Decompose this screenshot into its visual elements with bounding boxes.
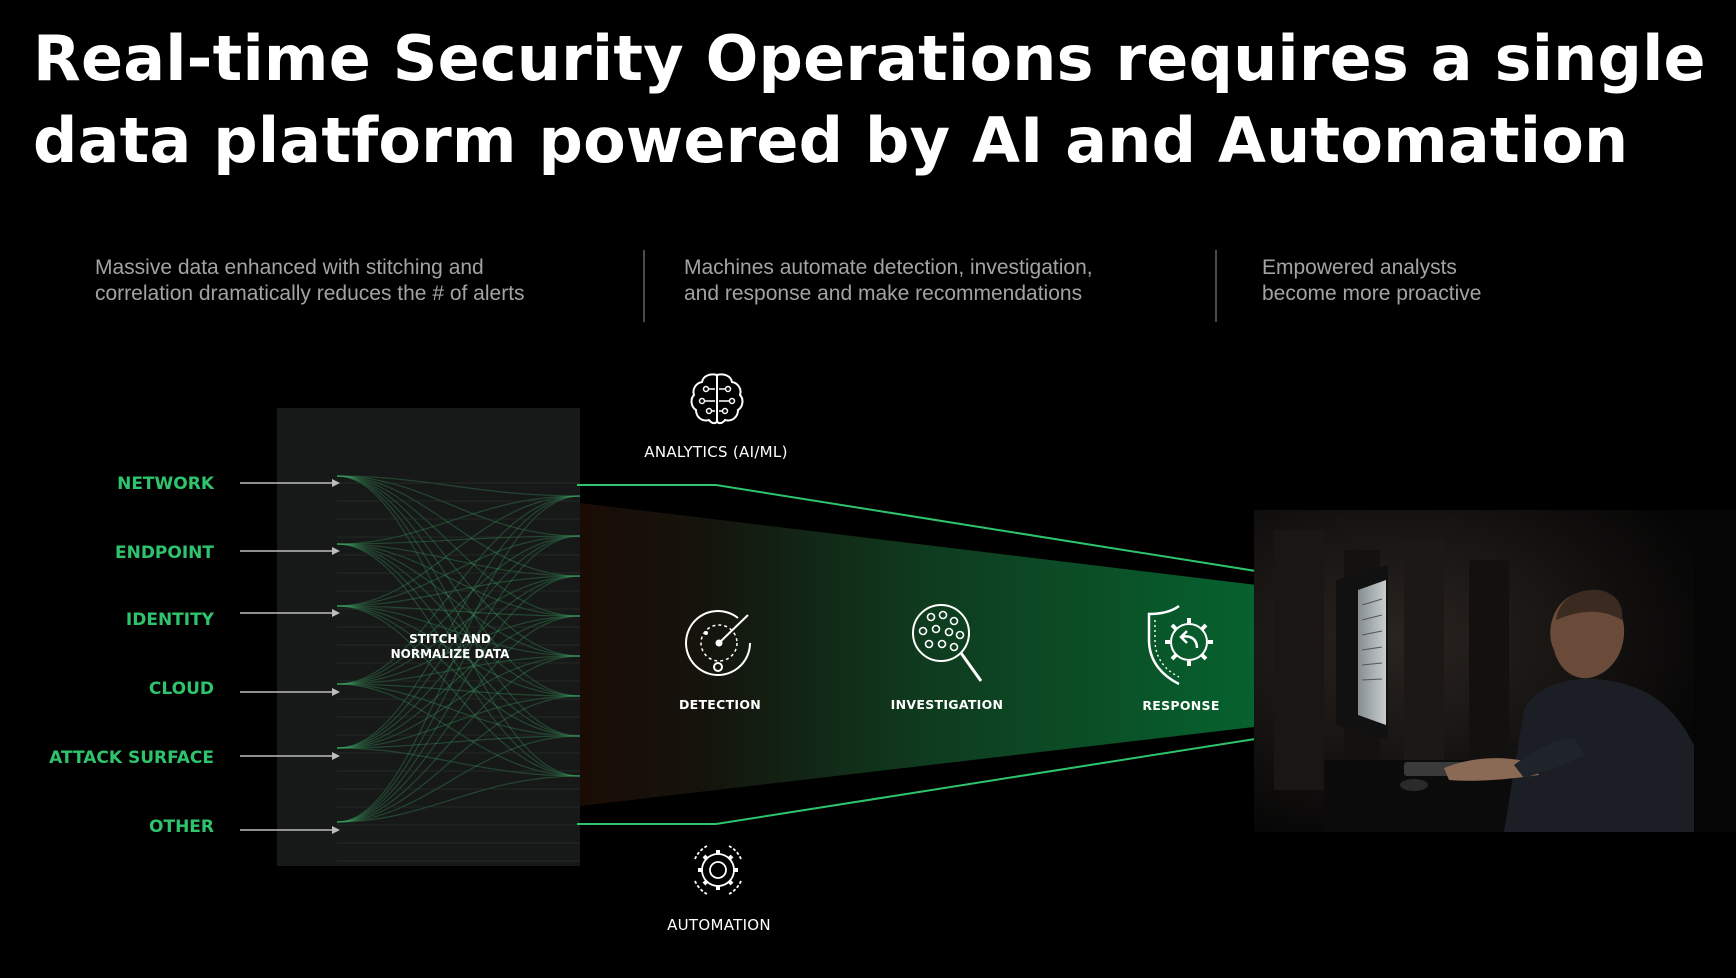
caption-data-line-2: correlation dramatically reduces the # o… — [95, 282, 525, 305]
magnifier-icon — [909, 601, 985, 690]
weave-line-9 — [336, 535, 581, 545]
weave-line-35 — [336, 615, 581, 749]
weave-line-11 — [336, 543, 581, 617]
weave-line-4 — [336, 475, 581, 657]
weave-line-0 — [336, 475, 581, 497]
stitch-label-line-2: NORMALIZE DATA — [390, 647, 510, 661]
arrow-identity — [240, 609, 340, 617]
weave-line-25 — [336, 535, 581, 685]
weave-line-41 — [336, 535, 581, 823]
weave-line-15 — [336, 543, 581, 777]
weave-line-46 — [336, 735, 581, 823]
caption-machines-line-1: Machines automate detection, investigati… — [684, 256, 1093, 279]
weave-line-5 — [336, 475, 581, 697]
caption-machines-line-2: and response and make recommendations — [684, 282, 1083, 305]
arrow-attack-surface — [240, 752, 340, 760]
weave-line-12 — [336, 543, 581, 657]
stitch-label: STITCH AND NORMALIZE DATA — [360, 632, 540, 662]
weave-line-39 — [336, 747, 581, 777]
stage-response-label: RESPONSE — [1142, 698, 1220, 713]
shield-icon — [1143, 602, 1219, 691]
source-network: NETWORK — [117, 474, 214, 494]
caption-divider-1 — [643, 250, 645, 322]
weave-line-26 — [336, 575, 581, 685]
weave-line-40 — [336, 495, 581, 823]
gear-icon — [689, 841, 747, 904]
funnel-bottom-edge — [577, 726, 1332, 825]
weave-line-2 — [336, 475, 581, 577]
arrow-endpoint — [240, 547, 340, 555]
weave-line-44 — [336, 655, 581, 823]
funnel-top-edge — [577, 484, 1332, 584]
weave-line-29 — [336, 683, 581, 697]
source-cloud: CLOUD — [148, 679, 214, 699]
arrow-cloud — [240, 688, 340, 696]
weave-line-28 — [336, 655, 581, 685]
weave-line-7 — [336, 475, 581, 777]
weave-line-47 — [336, 775, 581, 823]
weave-line-13 — [336, 543, 581, 697]
source-attack-surface: ATTACK SURFACE — [49, 748, 214, 768]
weave-line-37 — [336, 695, 581, 749]
caption-analysts-line-1: Empowered analysts — [1262, 256, 1457, 279]
weave-line-34 — [336, 575, 581, 749]
arrow-network — [240, 479, 340, 487]
arrow-other — [240, 826, 340, 834]
weave-line-1 — [336, 475, 581, 537]
source-other: OTHER — [149, 817, 214, 837]
weave-line-21 — [336, 605, 581, 697]
stitch-label-line-1: STITCH AND — [409, 632, 491, 646]
weave-line-43 — [336, 615, 581, 823]
weave-line-19 — [336, 605, 581, 617]
source-endpoint: ENDPOINT — [114, 543, 214, 563]
caption-data: Massive data enhanced with stitching and… — [95, 255, 525, 307]
title-line-1: Real-time Security Operations requires a… — [33, 22, 1706, 95]
weave-line-45 — [336, 695, 581, 823]
caption-machines: Machines automate detection, investigati… — [684, 255, 1093, 307]
stitch-weave-lines — [336, 475, 581, 862]
caption-divider-2 — [1215, 250, 1217, 322]
analyst-photo — [1254, 510, 1736, 832]
weave-line-6 — [336, 475, 581, 737]
weave-line-8 — [336, 495, 581, 545]
stage-detection-label: DETECTION — [678, 697, 762, 712]
weave-line-10 — [336, 543, 581, 577]
weave-line-20 — [336, 605, 581, 657]
weave-line-24 — [336, 495, 581, 685]
weave-line-31 — [336, 683, 581, 777]
weave-line-36 — [336, 655, 581, 749]
title-line-2: data platform powered by AI and Automati… — [33, 104, 1629, 177]
brain-icon — [688, 371, 746, 432]
caption-analysts-line-2: become more proactive — [1262, 282, 1482, 305]
radar-icon — [682, 606, 756, 685]
weave-line-30 — [336, 683, 581, 737]
weave-line-22 — [336, 605, 581, 737]
analytics-label: ANALYTICS (AI/ML) — [644, 443, 788, 461]
caption-analysts: Empowered analysts become more proactive — [1262, 255, 1481, 307]
stage-investigation-label: INVESTIGATION — [890, 697, 1004, 712]
source-identity: IDENTITY — [125, 610, 214, 630]
caption-data-line-1: Massive data enhanced with stitching and — [95, 256, 484, 279]
weave-line-17 — [336, 535, 581, 607]
weave-line-33 — [336, 535, 581, 749]
weave-line-23 — [336, 605, 581, 777]
funnel-body — [580, 503, 1331, 806]
page-title: Real-time Security Operations requires a… — [33, 18, 1713, 182]
automation-label: AUTOMATION — [667, 916, 771, 934]
weave-line-38 — [336, 735, 581, 749]
stitch-panel — [277, 408, 581, 866]
weave-line-14 — [336, 543, 581, 737]
